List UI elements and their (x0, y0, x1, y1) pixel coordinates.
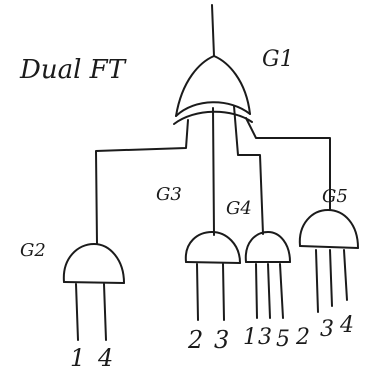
g5-and-base (299, 245, 359, 249)
g1-or-body (175, 55, 251, 117)
g3-and-base (185, 261, 241, 264)
g5-input-3: 4 (339, 313, 354, 338)
gate-g3-and: G3 2 3 (156, 184, 241, 354)
g4-input-3-line (279, 263, 284, 319)
g2-and-base (63, 281, 125, 284)
g3-input-1-line (196, 263, 199, 321)
g4-input-1: 1 (243, 325, 257, 350)
g5-label: G5 (322, 186, 348, 207)
g1-to-g4-line (233, 105, 264, 235)
gate-g4-and: G4 1 3 5 (226, 198, 291, 352)
g2-input-1-line (75, 283, 79, 341)
g3-input-1: 2 (187, 326, 203, 354)
g5-input-2-line (329, 249, 333, 307)
g2-label: G2 (20, 240, 46, 261)
g1-or-base (175, 101, 251, 117)
g4-and-body (244, 231, 291, 263)
g5-input-1-line (315, 249, 319, 313)
g1-to-g3-line (212, 107, 215, 236)
g4-label: G4 (226, 198, 252, 219)
g4-input-2-line (267, 263, 271, 319)
g5-input-3-line (343, 249, 348, 301)
diagram-title: Dual FT (19, 55, 127, 85)
gate-g5-and: G5 2 3 4 (295, 186, 359, 350)
g3-input-2-line (222, 263, 225, 321)
g4-input-1-line (255, 263, 258, 319)
g3-label: G3 (156, 184, 182, 205)
g2-input-2: 4 (97, 344, 113, 372)
g4-input-2: 3 (258, 325, 272, 350)
g1-to-g2-line (95, 119, 189, 245)
g5-and-body (298, 209, 359, 249)
top-event-line (211, 4, 215, 57)
g1-to-g5-line (245, 117, 331, 211)
g1-label: G1 (262, 47, 294, 72)
g2-input-2-line (103, 283, 107, 341)
g5-input-2: 3 (320, 317, 334, 342)
gate-g1-or: G1 (173, 4, 294, 125)
g4-input-3: 5 (276, 327, 290, 352)
g5-input-1: 2 (295, 325, 310, 350)
g2-and-body (62, 243, 125, 284)
gate-g2-and: G2 1 4 (20, 240, 125, 372)
g3-and-body (184, 231, 241, 264)
g3-input-2: 3 (214, 326, 229, 354)
g2-input-1: 1 (70, 344, 85, 372)
